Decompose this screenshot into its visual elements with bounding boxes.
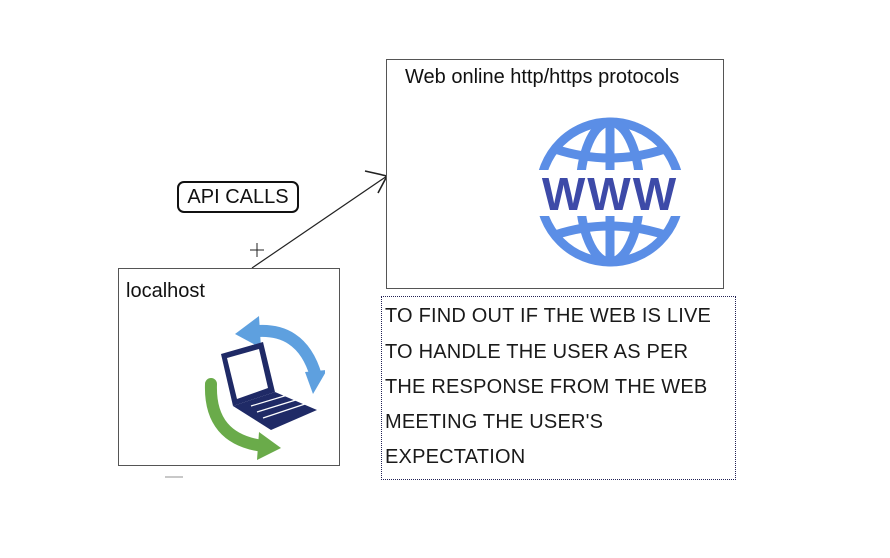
globe-www-icon: WWW bbox=[533, 117, 687, 267]
localhost-box[interactable]: localhost bbox=[118, 268, 340, 466]
web-online-box[interactable]: Web online http/https protocols WWW bbox=[386, 59, 724, 289]
purpose-note-box[interactable]: TO FIND OUT IF THE WEB IS LIVE TO HANDLE… bbox=[381, 296, 736, 480]
note-line: TO FIND OUT IF THE WEB IS LIVE bbox=[385, 305, 712, 327]
crosshair-cursor-icon bbox=[250, 243, 264, 257]
www-text: WWW bbox=[542, 168, 678, 220]
divider bbox=[165, 476, 183, 478]
laptop-sync-icon bbox=[204, 316, 325, 460]
note-line: EXPECTATION bbox=[385, 446, 526, 468]
localhost-title: localhost bbox=[126, 280, 205, 302]
web-box-title: Web online http/https protocols bbox=[405, 66, 680, 88]
api-calls-label[interactable]: API CALLS bbox=[177, 181, 299, 213]
note-line: THE RESPONSE FROM THE WEB bbox=[385, 376, 708, 398]
note-line: TO HANDLE THE USER AS PER bbox=[385, 341, 689, 363]
note-line: MEETING THE USER'S bbox=[385, 411, 604, 433]
